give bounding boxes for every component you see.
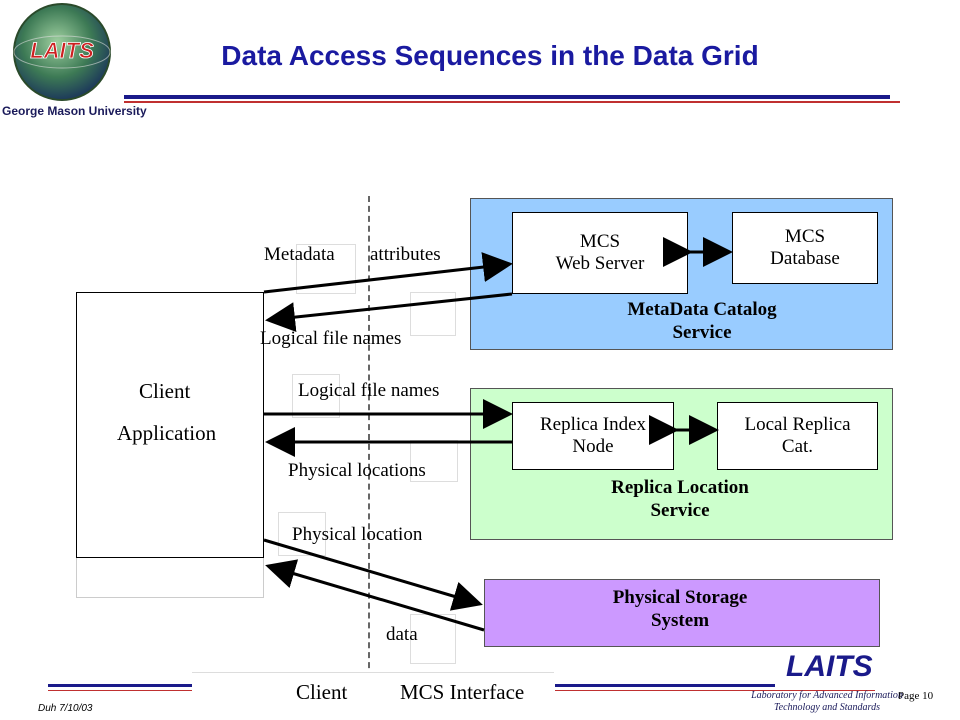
metadata-service-label: MetaData Catalog Service bbox=[582, 298, 822, 344]
label-logical-file-names-1: Logical file names bbox=[260, 328, 402, 349]
author-date: Duh 7/10/03 bbox=[38, 703, 93, 714]
replica-service-label: Replica Location Service bbox=[560, 476, 800, 522]
title-underline-accent bbox=[124, 101, 900, 103]
replica-service-line2: Service bbox=[650, 500, 710, 521]
university-name: George Mason University bbox=[2, 104, 147, 118]
physical-storage-region bbox=[484, 579, 880, 647]
label-box-metadata bbox=[296, 244, 356, 294]
label-box-phys1 bbox=[278, 512, 326, 556]
physical-storage-line2: System bbox=[650, 610, 710, 631]
mcs-database-box: MCS Database bbox=[732, 212, 878, 284]
label-box-lfn2 bbox=[292, 374, 340, 418]
title-underline bbox=[124, 95, 890, 99]
label-physical-locations: Physical locations bbox=[288, 460, 426, 481]
page-number: Page 10 bbox=[898, 690, 934, 702]
mcs-web-server-box: MCS Web Server bbox=[512, 212, 688, 294]
globe-logo-icon: LAITS bbox=[13, 3, 111, 101]
arrow-physical-location bbox=[263, 538, 483, 611]
laits-logo: LAITS bbox=[4, 2, 124, 120]
label-metadata: Metadata bbox=[264, 244, 335, 265]
arrow-data-return bbox=[265, 559, 485, 632]
replica-index-node-box: Replica Index Node bbox=[512, 402, 674, 470]
client-line1: Client bbox=[139, 379, 191, 403]
label-data: data bbox=[386, 624, 418, 645]
client-line2: Application bbox=[117, 421, 217, 445]
client-mcs-separator bbox=[368, 196, 370, 678]
footer-line-right bbox=[555, 684, 775, 687]
metadata-service-line2: Service bbox=[672, 322, 732, 343]
footer-brand: LAITS bbox=[786, 650, 873, 683]
local-replica-line1: Local Replica bbox=[744, 414, 851, 435]
footer-line-left-accent bbox=[48, 690, 238, 691]
replica-service-line1: Replica Location bbox=[611, 477, 749, 498]
label-box-attributes bbox=[410, 292, 456, 336]
footer-brand-sub: Laboratory for Advanced Information Tech… bbox=[732, 690, 922, 714]
physical-storage-label: Physical Storage System bbox=[560, 586, 800, 632]
label-attributes: attributes bbox=[370, 244, 441, 265]
footer-line-right-accent bbox=[555, 690, 875, 691]
replica-index-line2: Node bbox=[572, 436, 614, 457]
interface-legend-box bbox=[192, 672, 554, 717]
svg-text:LAITS: LAITS bbox=[30, 38, 94, 63]
interface-mcs-label: MCS Interface bbox=[400, 680, 525, 704]
mcs-web-server-line2: Web Server bbox=[555, 253, 645, 274]
arrow-metadata-attributes bbox=[263, 252, 513, 294]
mcs-database-line1: MCS bbox=[784, 226, 826, 247]
local-replica-line2: Cat. bbox=[781, 436, 814, 457]
page-title: Data Access Sequences in the Data Grid bbox=[221, 40, 759, 71]
footer-brand-sub-line2: Technology and Standards bbox=[774, 702, 880, 713]
footer-line-left bbox=[48, 684, 238, 687]
local-replica-cat-box: Local Replica Cat. bbox=[717, 402, 878, 470]
label-logical-file-names-2: Logical file names bbox=[298, 380, 440, 401]
mcs-web-server-line1: MCS bbox=[579, 231, 621, 252]
physical-storage-line1: Physical Storage bbox=[612, 587, 748, 608]
interface-client-label: Client bbox=[296, 680, 348, 704]
metadata-service-line1: MetaData Catalog bbox=[627, 299, 777, 320]
replica-index-line1: Replica Index bbox=[539, 414, 647, 435]
footer-brand-sub-line1: Laboratory for Advanced Information bbox=[751, 690, 903, 701]
mcs-database-line2: Database bbox=[770, 248, 840, 269]
label-physical-location: Physical location bbox=[292, 524, 423, 545]
arrow-logical-file-names-return bbox=[265, 292, 513, 333]
client-application-box: Client Application bbox=[76, 292, 264, 558]
